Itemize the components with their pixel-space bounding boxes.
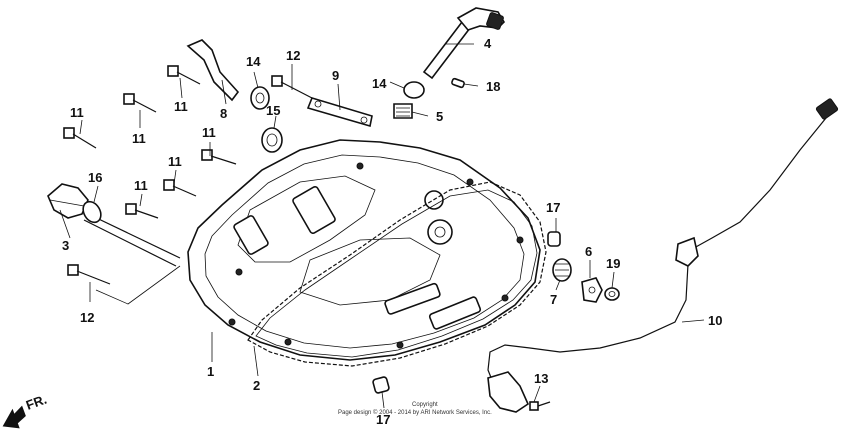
spring-7 [552, 258, 572, 282]
front-arrow-icon [2, 405, 26, 429]
front-label: FR. [24, 392, 49, 413]
leader-lines [59, 43, 705, 409]
callout-5: 5 [436, 109, 443, 124]
callout-6: 6 [585, 244, 592, 259]
copyright-line-1: Copyright [412, 402, 438, 408]
callout-11-a: 11 [70, 105, 84, 120]
bearing-15 [261, 127, 283, 153]
callout-15: 15 [266, 103, 280, 118]
callout-16: 16 [88, 170, 102, 185]
callout-18: 18 [486, 79, 500, 94]
callout-labels: 4 12 14 9 14 18 11 8 15 5 11 11 11 11 11… [62, 36, 722, 427]
callout-17-a: 17 [546, 200, 560, 215]
bolt-11-a [63, 127, 97, 149]
spring-5 [393, 103, 413, 119]
kick-starter-pedal [422, 7, 506, 80]
bolt-13 [529, 401, 551, 411]
collar-17-b [372, 376, 390, 394]
callout-12-b: 12 [80, 310, 94, 325]
callout-7: 7 [550, 292, 557, 307]
plate-9 [306, 97, 373, 128]
seal-14-a [250, 86, 270, 110]
cover-gasket [247, 181, 547, 367]
bolt-12-a [271, 75, 313, 99]
oil-filler-cap [47, 183, 181, 267]
callout-3: 3 [62, 238, 69, 253]
o-ring [82, 200, 102, 224]
bolt-11-b [123, 93, 157, 113]
callout-9: 9 [332, 68, 339, 83]
callout-12-a: 12 [286, 48, 300, 63]
callout-11-c: 11 [174, 99, 188, 114]
callout-19: 19 [606, 256, 620, 271]
callout-10: 10 [708, 313, 722, 328]
bolt-11-c [167, 65, 201, 85]
bolts [63, 65, 313, 285]
callout-17-b: 17 [376, 412, 390, 427]
callout-11-f: 11 [134, 178, 148, 193]
arm-6 [581, 277, 603, 303]
bolt-11-d [201, 149, 237, 165]
callout-1: 1 [207, 364, 214, 379]
callout-2: 2 [253, 378, 260, 393]
callout-14-a: 14 [246, 54, 261, 69]
bolt-12-b [67, 264, 111, 285]
seal-14-b [403, 81, 425, 99]
washer-19 [604, 287, 620, 301]
callout-14-b: 14 [372, 76, 387, 91]
pin-18 [451, 77, 465, 89]
copyright-notice: Copyright Page design © 2004 - 2014 by A… [338, 402, 492, 416]
callout-11-d: 11 [202, 125, 216, 140]
collar-17-a [547, 231, 561, 247]
callout-4: 4 [484, 36, 492, 51]
callout-11-e: 11 [168, 154, 182, 169]
cable-bracket-8 [186, 39, 240, 102]
copyright-line-2: Page design © 2004 - 2014 by ARI Network… [338, 409, 492, 416]
bolt-11-f [125, 203, 159, 219]
clutch-cable [487, 98, 839, 413]
bolt-11-e [163, 179, 197, 197]
callout-13: 13 [534, 371, 548, 386]
callout-8: 8 [220, 106, 227, 121]
callout-11-b: 11 [132, 131, 146, 146]
front-direction-indicator: FR. [2, 392, 49, 429]
